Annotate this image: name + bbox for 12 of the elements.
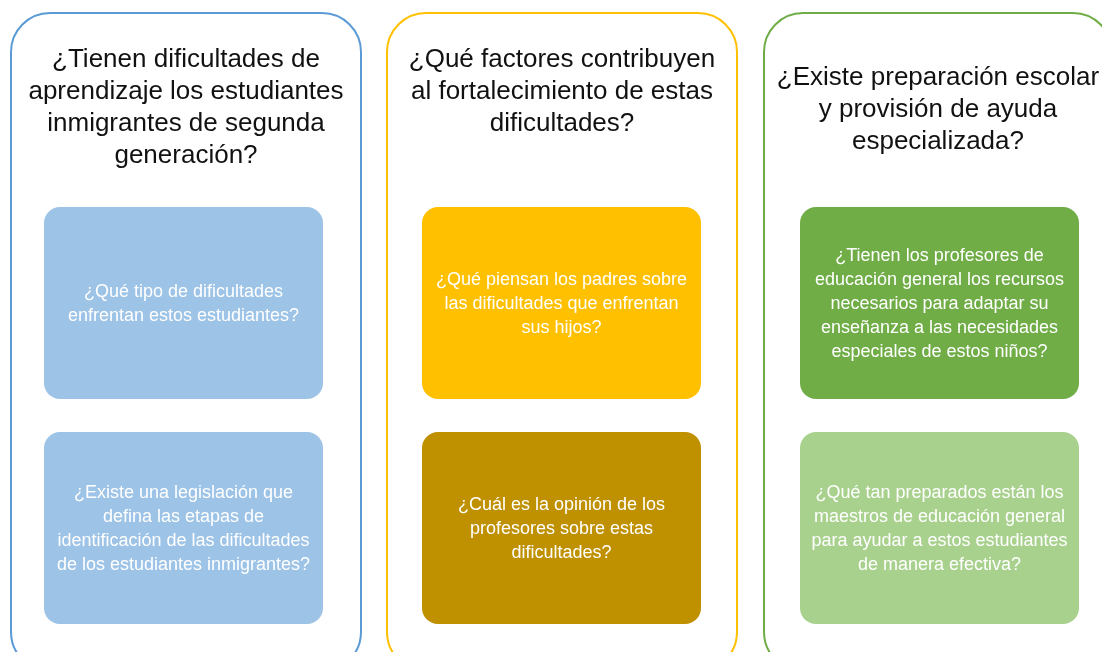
panel-heading: ¿Existe preparación escolar y provisión de ayuda especializada? <box>775 60 1101 156</box>
panel-heading: ¿Qué factores contribuyen al fortalecimiento de estas dificultades? <box>407 42 717 138</box>
panel-heading: ¿Tienen dificultades de aprendizaje los estudiantes inmigrantes de segunda generación? <box>27 42 345 170</box>
question-panel <box>10 12 362 652</box>
question-card: ¿Cuál es la opinión de los profesores sobre estas dificultades? <box>422 432 701 624</box>
question-card: ¿Qué tan preparados están los maestros de educación general para ayudar a estos estudiantes de manera efectiva? <box>800 432 1079 624</box>
question-card: ¿Qué piensan los padres sobre las dificultades que enfrentan sus hijos? <box>422 207 701 399</box>
question-panel <box>386 12 738 652</box>
question-card: ¿Existe una legislación que defina las etapas de identificación de las dificultades de los estudiantes inmigrantes? <box>44 432 323 624</box>
question-card: ¿Tienen los profesores de educación general los recursos necesarios para adaptar su enseñanza a las necesidades especiales de estos niños? <box>800 207 1079 399</box>
question-panel <box>763 12 1102 652</box>
question-card: ¿Qué tipo de dificultades enfrentan estos estudiantes? <box>44 207 323 399</box>
